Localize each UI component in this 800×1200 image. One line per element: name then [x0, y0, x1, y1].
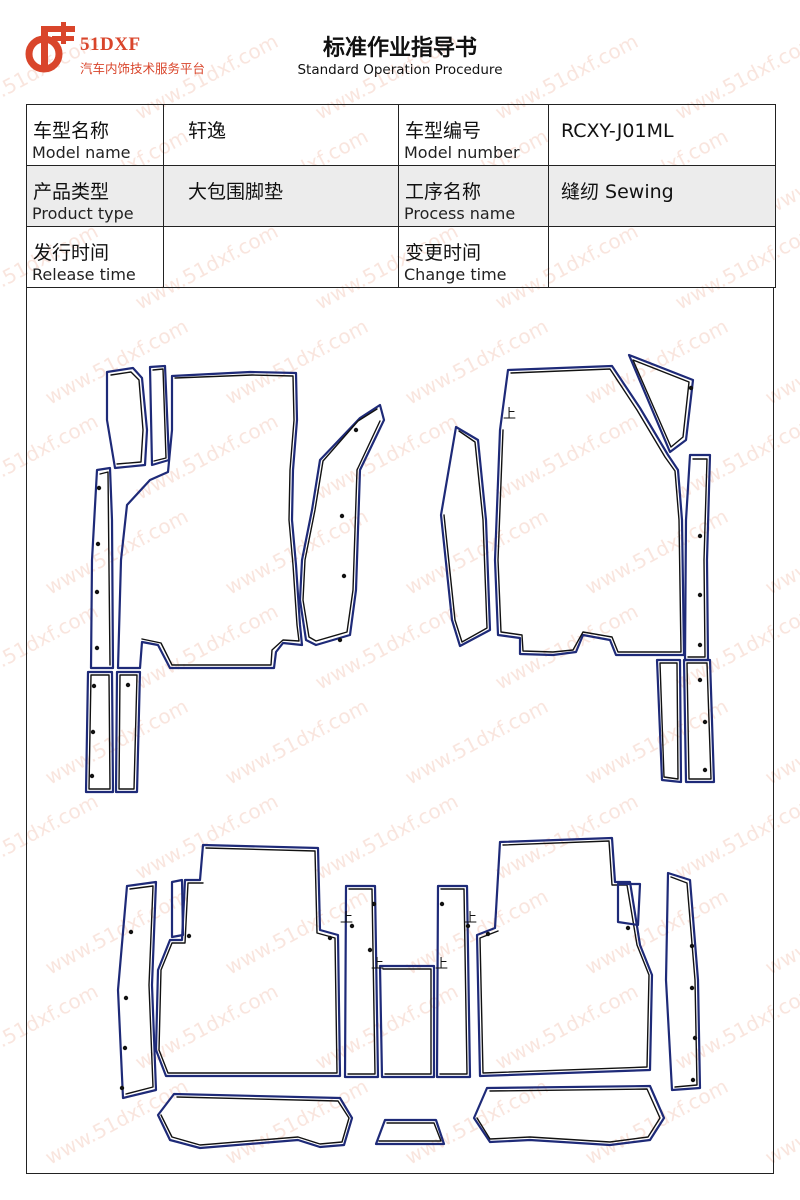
- document-header: 51DXF 汽车内饰技术服务平台 标准作业指导书 Standard Operat…: [0, 0, 800, 104]
- label-cn: 车型名称: [33, 120, 110, 142]
- rear-left-side-strip: [116, 880, 158, 1100]
- front-right-side-strip-lower-b: [682, 658, 716, 784]
- value-cell: [548, 226, 776, 288]
- label-en: Product type: [32, 204, 134, 223]
- front-left-curved-side-panel: [298, 403, 386, 647]
- label-en: Process name: [404, 204, 516, 223]
- label-cell: 工序名称 Process name: [398, 165, 549, 227]
- info-table: 车型名称 Model name 轩逸 车型编号 Model number RCX…: [26, 104, 776, 288]
- product-type-value: 大包围脚垫: [188, 181, 284, 203]
- label-cn: 工序名称: [405, 181, 482, 203]
- up-marker: 上: [340, 911, 353, 926]
- value-cell: 缝纫 Sewing: [548, 165, 776, 227]
- up-marker: 上: [503, 407, 516, 422]
- front-right-side-wedge: [439, 425, 492, 648]
- clip-holes: [89, 385, 708, 1091]
- label-en: Change time: [404, 265, 507, 284]
- label-cell: 车型名称 Model name: [26, 104, 164, 166]
- front-left-narrow-strip: [148, 364, 171, 467]
- model-name-value: 轩逸: [188, 120, 227, 142]
- up-marker: 上: [435, 957, 448, 972]
- rear-right-main-mat: [475, 836, 654, 1078]
- front-left-main-mat: [116, 370, 304, 670]
- rear-left-main-mat: [154, 843, 342, 1078]
- rear-left-tab: [170, 878, 185, 939]
- label-cn: 产品类型: [33, 181, 110, 203]
- front-left-side-strip-lower-a: [84, 670, 115, 794]
- label-cell: 发行时间 Release time: [26, 226, 164, 288]
- label-cn: 车型编号: [405, 120, 482, 142]
- value-cell: RCXY-J01ML: [548, 104, 776, 166]
- model-number-value: RCXY-J01ML: [561, 120, 674, 142]
- process-name-value: 缝纫 Sewing: [561, 181, 674, 203]
- logo-brand-text: 51DXF: [80, 34, 141, 55]
- document-title: 标准作业指导书: [322, 36, 477, 61]
- value-cell: [163, 226, 399, 288]
- info-row-model: 车型名称 Model name 轩逸 车型编号 Model number RCX…: [26, 104, 776, 166]
- label-en: Model name: [32, 143, 131, 162]
- orientation-markers: 上 上 上 上 上: [340, 407, 516, 972]
- rear-right-tunnel-strip: [435, 884, 472, 1079]
- document-subtitle: Standard Operation Procedure: [297, 62, 503, 78]
- label-en: Release time: [32, 265, 136, 284]
- logo-subtitle: 汽车内饰技术服务平台: [80, 61, 206, 76]
- front-left-side-strip-upper: [89, 466, 115, 670]
- front-right-main-mat: [493, 364, 686, 657]
- rear-right-side-strip: [664, 871, 702, 1092]
- info-row-dates: 发行时间 Release time 变更时间 Change time: [26, 226, 776, 288]
- up-marker: 上: [371, 957, 384, 972]
- rear-center-tunnel: [378, 964, 436, 1079]
- rear-left-tunnel-strip: [343, 884, 380, 1079]
- up-marker: 上: [464, 911, 477, 926]
- rear-center-heel-piece: [374, 1118, 446, 1146]
- logo-icon: [25, 22, 75, 73]
- rear-left-heel-piece: [156, 1092, 354, 1150]
- diagram-area: [26, 287, 774, 1174]
- rear-right-heel-piece: [472, 1084, 666, 1147]
- label-cell: 产品类型 Product type: [26, 165, 164, 227]
- front-right-triangle-piece: [627, 353, 695, 454]
- value-cell: 轩逸: [163, 104, 399, 166]
- label-cn: 发行时间: [33, 242, 110, 264]
- front-right-side-strip-lower-a: [655, 658, 683, 784]
- label-en: Model number: [404, 143, 520, 162]
- front-left-side-strip-lower-b: [114, 670, 142, 794]
- info-row-product: 产品类型 Product type 大包围脚垫 工序名称 Process nam…: [26, 165, 776, 227]
- front-left-corner-piece: [105, 366, 149, 470]
- rear-right-tab: [616, 882, 642, 927]
- label-cn: 变更时间: [405, 242, 482, 264]
